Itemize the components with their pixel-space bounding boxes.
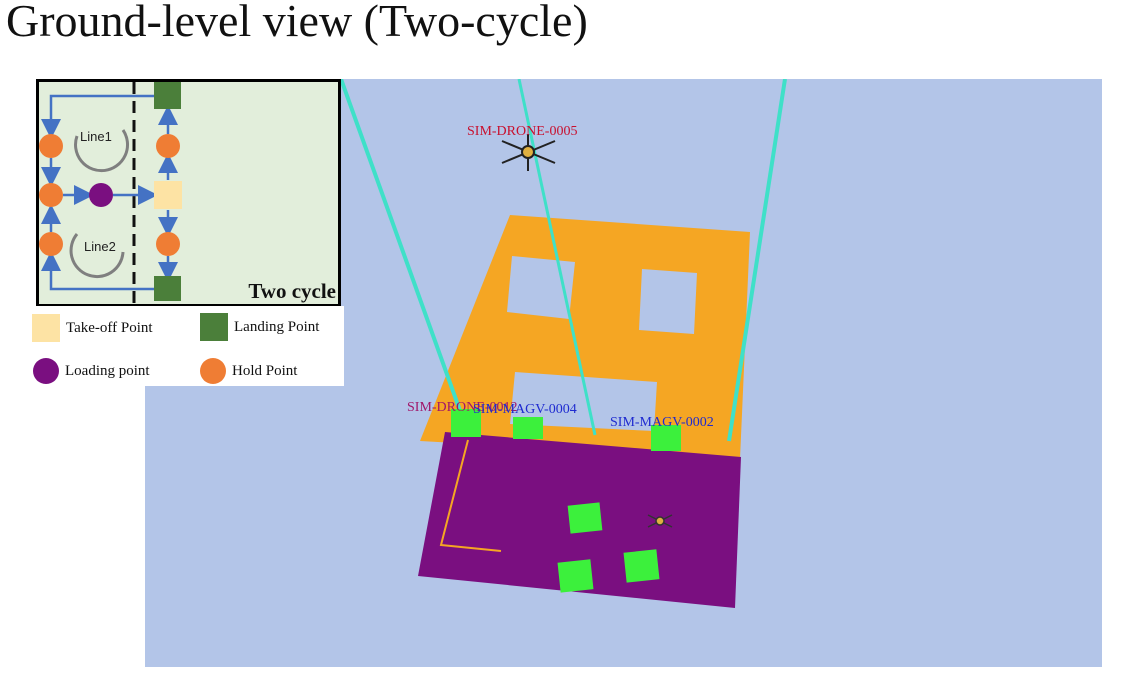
magv-label-left[interactable]: SIM-MAGV-0004 xyxy=(473,402,577,417)
magv-label-right[interactable]: SIM-MAGV-0002 xyxy=(610,415,714,430)
page-title: Ground-level view (Two-cycle) xyxy=(6,0,588,46)
loading-point xyxy=(89,183,113,207)
hold-point-2 xyxy=(39,183,63,207)
loop2-arc xyxy=(69,233,125,279)
legend-loading: Loading point xyxy=(33,358,150,384)
legend-hold-label: Hold Point xyxy=(232,362,298,379)
diagram-title: Two cycle xyxy=(248,279,336,303)
pad-platform-2 xyxy=(623,549,660,583)
drone-pad-left xyxy=(451,409,481,437)
drone-top xyxy=(501,134,556,171)
beam-right xyxy=(727,79,787,442)
pad-platform-1 xyxy=(567,502,603,534)
landing-swatch-icon xyxy=(200,313,228,341)
takeoff-swatch-icon xyxy=(32,314,60,342)
hold-swatch-icon xyxy=(200,358,226,384)
drone-platform xyxy=(647,514,673,528)
drone-label-top[interactable]: SIM-DRONE-0005 xyxy=(467,124,578,139)
beam-left xyxy=(339,79,465,420)
legend: Take-off Point Landing Point Loading poi… xyxy=(30,306,344,386)
magv-pad-right xyxy=(651,425,681,451)
legend-hold: Hold Point xyxy=(200,358,297,384)
legend-takeoff: Take-off Point xyxy=(32,314,153,342)
path-line xyxy=(439,439,502,552)
legend-landing-label: Landing Point xyxy=(234,318,320,335)
simulation-scene xyxy=(339,79,787,608)
legend-landing: Landing Point xyxy=(200,313,319,341)
two-cycle-diagram: Line1 Line2 Two cycle xyxy=(36,79,341,307)
building-window-right xyxy=(639,269,697,334)
pad-platform-3 xyxy=(557,559,594,593)
loading-swatch-icon xyxy=(33,358,59,384)
beam-middle xyxy=(517,79,597,436)
legend-loading-label: Loading point xyxy=(65,362,150,379)
simulation-viewport[interactable]: SIM-DRONE-0005 SIM-DRONE-0012 SIM-MAGV-0… xyxy=(145,79,1102,667)
loop1-arc xyxy=(74,129,129,173)
hold-point-4 xyxy=(156,134,180,158)
drone-label-left[interactable]: SIM-DRONE-0012 xyxy=(407,400,518,415)
loop1-label: Line1 xyxy=(80,129,112,144)
flow-arrows xyxy=(41,94,178,291)
building-window-bottom xyxy=(510,372,657,431)
landing-point-top xyxy=(154,82,181,109)
magv-pad-left xyxy=(513,417,543,439)
hold-point-1 xyxy=(39,134,63,158)
building-window-left xyxy=(507,256,575,319)
legend-takeoff-label: Take-off Point xyxy=(66,319,153,336)
takeoff-point xyxy=(154,181,182,209)
diagram-paths xyxy=(39,82,182,304)
hold-point-5 xyxy=(156,232,180,256)
hold-point-3 xyxy=(39,232,63,256)
loop2-label: Line2 xyxy=(84,239,116,254)
landing-point-bottom xyxy=(154,276,181,301)
